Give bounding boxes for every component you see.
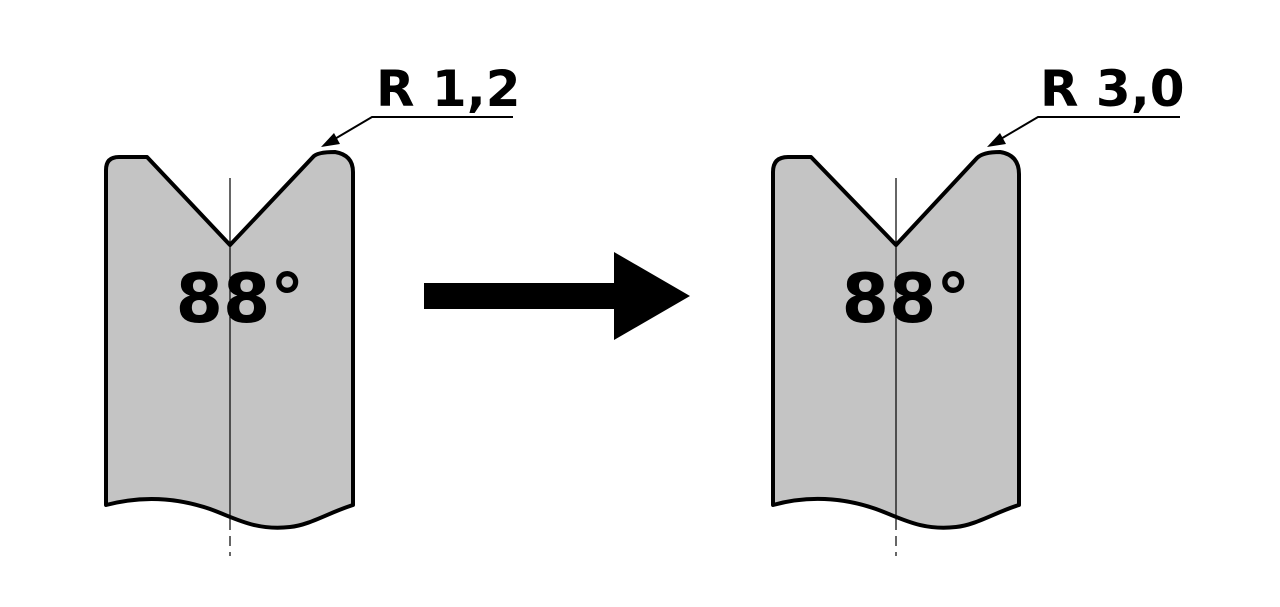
die-right-radius-leader xyxy=(998,116,1180,141)
die-right-leader-arrowhead xyxy=(987,133,1006,147)
die-left-angle-label: 88° xyxy=(176,260,305,339)
die-right-angle-label: 88° xyxy=(842,260,971,339)
die-left-leader-arrowhead xyxy=(321,133,340,147)
die-left-radius-leader xyxy=(332,116,513,141)
die-right-radius-label: R 3,0 xyxy=(1040,60,1184,118)
transition-arrow-icon xyxy=(424,252,690,340)
die-left-radius-label: R 1,2 xyxy=(376,60,520,118)
die-right: 88° R 3,0 xyxy=(771,60,1184,556)
die-left: 88° R 1,2 xyxy=(104,60,520,556)
